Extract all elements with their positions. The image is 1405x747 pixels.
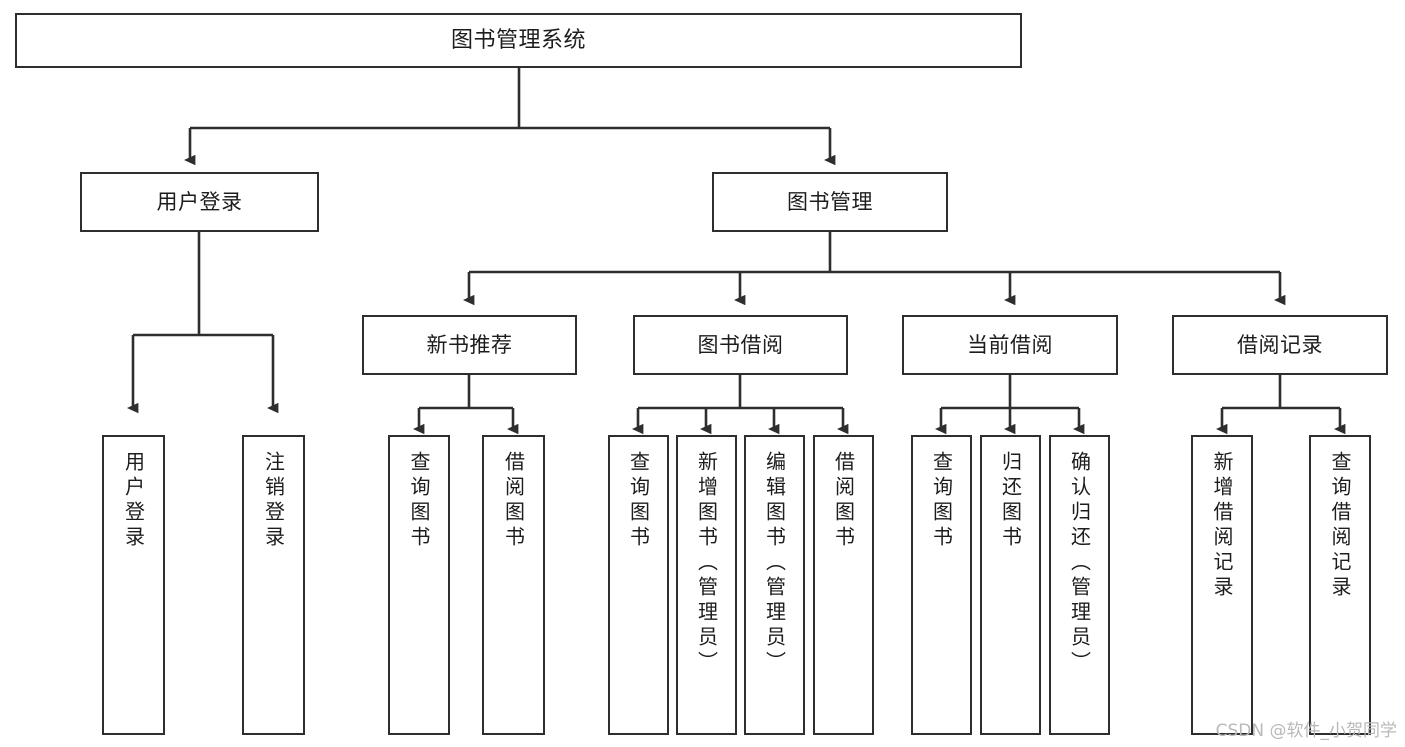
node-label: 确认归还（管理员） (1067, 451, 1092, 676)
leaf-user-login-login[interactable]: 用户登录 (102, 435, 165, 735)
node-label: 查询图书 (929, 451, 954, 551)
node-book-management[interactable]: 图书管理 (712, 172, 948, 232)
leaf-book-borrow-edit[interactable]: 编辑图书（管理员） (744, 435, 805, 735)
leaf-user-login-logout[interactable]: 注销登录 (242, 435, 305, 735)
node-root-system[interactable]: 图书管理系统 (15, 13, 1022, 68)
node-label: 借阅图书 (501, 451, 526, 551)
node-label: 查询图书 (626, 451, 651, 551)
node-label: 图书管理系统 (450, 27, 586, 53)
node-label: 归还图书 (998, 451, 1023, 551)
node-label: 新书推荐 (426, 332, 513, 357)
node-borrow-record[interactable]: 借阅记录 (1172, 315, 1388, 375)
node-current-borrow[interactable]: 当前借阅 (902, 315, 1118, 375)
leaf-book-borrow-query[interactable]: 查询图书 (608, 435, 669, 735)
node-new-book-recommend[interactable]: 新书推荐 (362, 315, 577, 375)
node-label: 查询借阅记录 (1328, 451, 1352, 601)
leaf-borrow-record-query[interactable]: 查询借阅记录 (1309, 435, 1371, 735)
node-book-borrow[interactable]: 图书借阅 (633, 315, 848, 375)
node-label: 借阅记录 (1237, 332, 1323, 357)
node-label: 当前借阅 (967, 332, 1053, 357)
leaf-current-borrow-return[interactable]: 归还图书 (980, 435, 1041, 735)
node-label: 用户登录 (156, 189, 243, 214)
node-label: 图书借阅 (697, 332, 784, 357)
leaf-current-borrow-query[interactable]: 查询图书 (911, 435, 972, 735)
leaf-new-book-query[interactable]: 查询图书 (388, 435, 450, 735)
leaf-book-borrow-borrow[interactable]: 借阅图书 (813, 435, 874, 735)
node-label: 新增图书（管理员） (694, 451, 719, 676)
leaf-current-borrow-confirm-return[interactable]: 确认归还（管理员） (1049, 435, 1110, 735)
node-label: 用户登录 (121, 451, 146, 551)
leaf-book-borrow-add[interactable]: 新增图书（管理员） (676, 435, 737, 735)
leaf-new-book-borrow[interactable]: 借阅图书 (482, 435, 545, 735)
leaf-borrow-record-add[interactable]: 新增借阅记录 (1191, 435, 1253, 735)
node-label: 编辑图书（管理员） (762, 451, 787, 676)
node-label: 新增借阅记录 (1210, 451, 1234, 601)
node-label: 注销登录 (261, 451, 286, 551)
node-label: 借阅图书 (831, 451, 856, 551)
csdn-watermark: CSDN @软件_小贺同学 (1215, 721, 1397, 741)
node-user-login[interactable]: 用户登录 (80, 172, 319, 232)
node-label: 查询图书 (407, 451, 431, 551)
node-label: 图书管理 (787, 189, 873, 214)
